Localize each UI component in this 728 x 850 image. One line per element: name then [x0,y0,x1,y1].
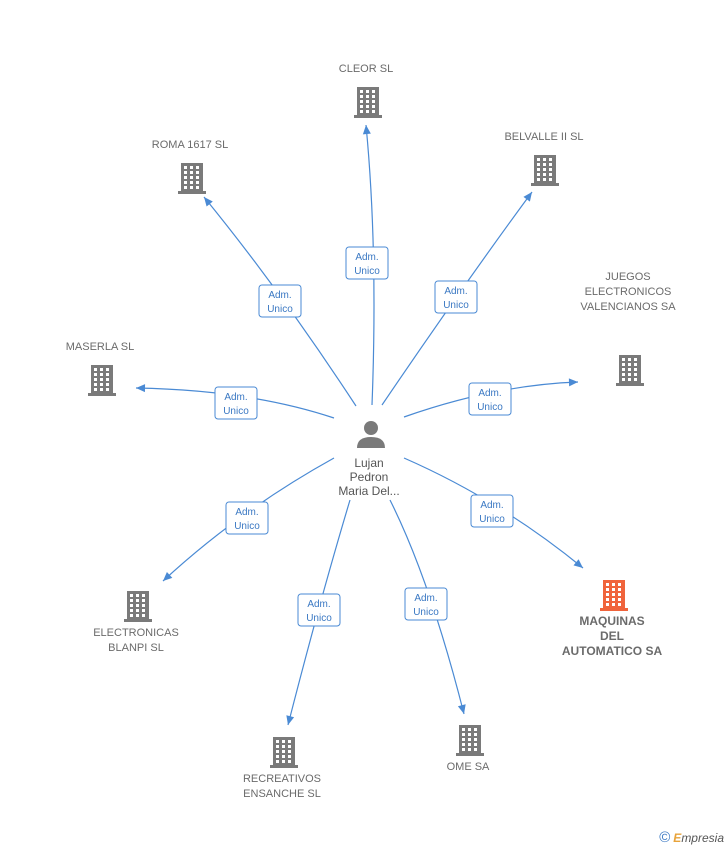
company-name-line: ELECTRONICAS [93,627,179,639]
arrowhead-recreativos [286,715,295,725]
company-name-line: AUTOMATICO SA [562,644,663,658]
company-name-line: CLEOR SL [339,63,393,75]
relation-badge-recreativos[interactable]: Adm. Unico [297,593,341,627]
company-node-juegos[interactable]: JUEGOS ELECTRONICOS VALENCIANOS SA [580,271,676,386]
relation-badge-roma[interactable]: Adm. Unico [258,284,302,318]
relation-badge-maquinas[interactable]: Adm. Unico [470,494,514,528]
building-icon [616,355,644,386]
company-name-line: ENSANCHE SL [243,788,321,800]
brand-initial: E [673,831,682,845]
relation-role-line1: Adm. [235,507,258,518]
arrowhead-cleor [362,125,371,135]
company-name-line: ROMA 1617 SL [152,139,228,151]
building-icon [88,365,116,396]
relation-badge-electronicas[interactable]: Adm. Unico [225,501,269,535]
building-icon [531,155,559,186]
company-name-line: MASERLA SL [66,341,134,353]
company-name-line: ELECTRONICOS [585,286,672,298]
company-name-line: VALENCIANOS SA [580,301,676,313]
company-node-recreativos[interactable]: RECREATIVOS ENSANCHE SL [243,737,321,800]
relation-role-line1: Adm. [414,593,437,604]
building-icon [270,737,298,768]
company-node-cleor[interactable]: CLEOR SL [339,63,393,118]
relation-badge-maserla[interactable]: Adm. Unico [214,386,258,420]
relation-role-line2: Unico [267,304,293,315]
relation-role-line2: Unico [413,607,439,618]
building-icon [456,725,484,756]
person-name-line: Lujan [354,456,383,470]
building-icon [600,580,628,611]
company-name-line: JUEGOS [605,271,650,283]
relation-role-line2: Unico [479,514,505,525]
relation-badge-ome[interactable]: Adm. Unico [404,587,448,621]
relation-role-line1: Adm. [224,392,247,403]
relation-role-line1: Adm. [480,500,503,511]
arrowhead-electronicas [163,571,173,581]
footer-brand: ©Empresia [659,829,724,846]
copyright-icon: © [659,829,671,846]
arrowhead-maserla [136,384,146,393]
brand-name: mpresia [681,831,724,845]
company-node-maserla[interactable]: MASERLA SL [66,341,134,396]
relation-role-line2: Unico [223,406,249,417]
relation-badge-cleor[interactable]: Adm. Unico [345,246,389,280]
company-name-line: BLANPI SL [108,642,164,654]
relation-role-line1: Adm. [307,599,330,610]
company-name-line: BELVALLE II SL [504,131,583,143]
relation-role-line1: Adm. [478,388,501,399]
relation-role-line1: Adm. [268,290,291,301]
arrowhead-ome [457,704,466,714]
arrowhead-maquinas [573,559,583,568]
arrowhead-belvalle [523,192,532,202]
relation-role-line1: Adm. [444,286,467,297]
company-name-line: DEL [600,629,624,643]
building-icon [354,87,382,118]
person-icon [357,421,385,448]
company-node-belvalle[interactable]: BELVALLE II SL [504,131,584,186]
arrowhead-roma [204,197,213,207]
building-icon [124,591,152,622]
relation-badge-belvalle[interactable]: Adm. Unico [434,280,478,314]
arrowhead-juegos [568,378,578,387]
company-node-electronicas[interactable]: ELECTRONICAS BLANPI SL [93,591,179,654]
relation-role-line2: Unico [306,613,332,624]
company-name-line: OME SA [447,761,490,773]
relation-badge-juegos[interactable]: Adm. Unico [468,382,512,416]
relation-role-line1: Adm. [355,252,378,263]
company-name-line: MAQUINAS [579,614,644,628]
company-name-line: RECREATIVOS [243,773,321,785]
company-node-roma[interactable]: ROMA 1617 SL [152,139,228,194]
building-icon [178,163,206,194]
relation-role-line2: Unico [477,402,503,413]
relation-role-line2: Unico [234,521,260,532]
company-node-ome[interactable]: OME SA [447,725,490,773]
relation-role-line2: Unico [443,300,469,311]
person-name-line: Pedron [350,470,389,484]
relation-role-line2: Unico [354,266,380,277]
person-name-line: Maria Del... [338,484,399,498]
